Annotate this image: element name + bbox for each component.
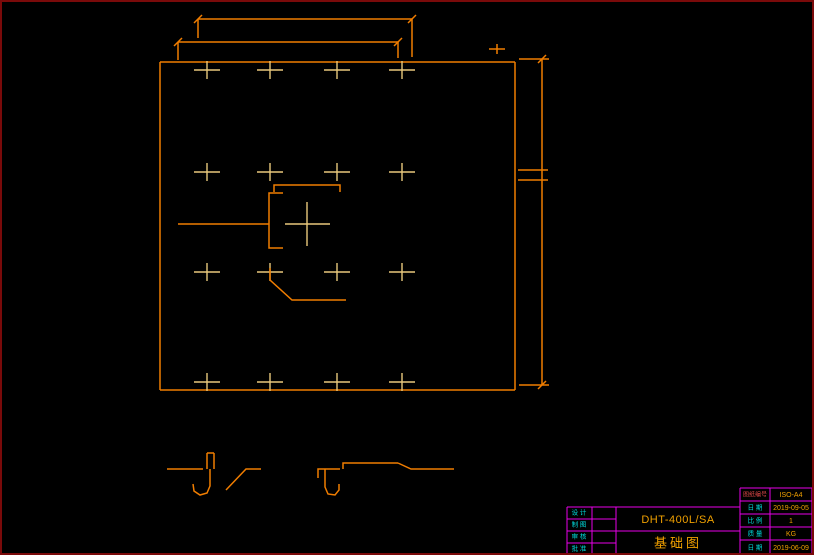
titleblock-check-label: 审 核 [572, 532, 587, 541]
titleblock-weight-value: KG [786, 531, 796, 538]
anchor-bolt-detail-left [167, 452, 261, 496]
titleblock-design-label: 设 计 [572, 508, 587, 517]
titleblock-draft-label: 制 图 [572, 520, 587, 529]
titleblock-scale-label: 比 例 [748, 516, 763, 525]
titleblock-scale-value: 1 [789, 518, 793, 525]
dimension-lines [173, 14, 549, 390]
titleblock-drawing-no-value: ISO-A4 [780, 492, 803, 499]
titleblock-date2-value: 2019-06-09 [773, 545, 809, 552]
anchor-bolt-crosses [193, 60, 416, 392]
title-block-grid [566, 487, 812, 553]
titleblock-date1-label: 日 期 [748, 504, 763, 512]
titleblock-date2-label: 日 期 [748, 544, 763, 552]
center-pit-detail [178, 184, 346, 301]
titleblock-drawing-title: 基础图 [654, 535, 702, 550]
center-crosshair [285, 202, 330, 246]
titleblock-approve-label: 批 准 [572, 544, 587, 553]
titleblock-date1-value: 2019-09-05 [773, 505, 809, 512]
titleblock-drawing-no-label: 图纸编号 [743, 491, 767, 499]
title-block: DHT-400L/SA 基础图 图纸编号 ISO-A4 日 期 2019-09-… [566, 487, 812, 553]
titleblock-weight-label: 质 量 [748, 529, 763, 538]
anchor-bolt-detail-right [317, 462, 454, 496]
titleblock-model-text: DHT-400L/SA [641, 514, 715, 526]
foundation-plan-outline [159, 61, 516, 391]
